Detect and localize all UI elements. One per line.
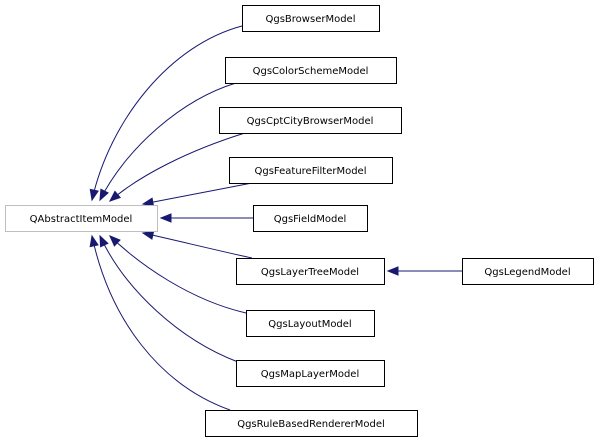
- class-node-label: QgsLegendModel: [484, 267, 570, 278]
- inheritance-arrow-icon: [108, 190, 122, 202]
- class-node-box[interactable]: [229, 157, 393, 184]
- edge-line: [91, 235, 231, 411]
- edge-qgsrulebasedrenderermodel-to-qabstractitemmodel: [89, 234, 231, 411]
- inheritance-arrow-icon: [109, 235, 121, 247]
- class-node-box[interactable]: [462, 258, 594, 285]
- class-node-box[interactable]: [219, 107, 402, 134]
- inheritance-arrow-icon: [159, 213, 172, 223]
- inheritance-arrow-icon: [99, 188, 109, 202]
- class-node-box[interactable]: [242, 5, 380, 32]
- edge-line: [109, 132, 246, 202]
- class-node-qgscptcitybrowsermodel[interactable]: QgsCptCityBrowserModel: [219, 107, 402, 134]
- edge-line: [99, 235, 239, 363]
- class-node-box[interactable]: [225, 57, 397, 84]
- class-node-label: QgsRuleBasedRendererModel: [237, 419, 385, 430]
- class-node-qgsmaplayermodel[interactable]: QgsMapLayerModel: [236, 360, 385, 387]
- class-node-qgsfieldmodel[interactable]: QgsFieldModel: [253, 205, 368, 232]
- edge-qgsfieldmodel-to-qabstractitemmodel: [159, 213, 253, 223]
- inheritance-arrow-icon: [89, 234, 99, 248]
- edge-line: [91, 25, 243, 201]
- class-node-box[interactable]: [205, 410, 418, 437]
- edge-line: [99, 82, 237, 201]
- class-node-qgsrulebasedrenderermodel[interactable]: QgsRuleBasedRendererModel: [205, 410, 418, 437]
- class-node-label: QgsMapLayerModel: [261, 369, 359, 380]
- edge-qgslayertreemodel-to-qabstractitemmodel: [141, 230, 253, 259]
- class-node-label: QgsBrowserModel: [266, 14, 356, 25]
- class-node-qgslegendmodel[interactable]: QgsLegendModel: [462, 258, 594, 285]
- inheritance-arrow-icon: [99, 234, 109, 248]
- edge-line: [109, 235, 247, 314]
- class-node-qgsbrowsermodel[interactable]: QgsBrowserModel: [242, 5, 380, 32]
- class-node-label: QgsCptCityBrowserModel: [247, 116, 374, 127]
- class-node-box[interactable]: [236, 360, 385, 387]
- edge-qgsbrowsermodel-to-qabstractitemmodel: [89, 25, 243, 202]
- edge-line: [142, 232, 253, 259]
- edge-line: [142, 182, 253, 205]
- class-node-label: QgsFieldModel: [274, 214, 347, 225]
- edge-qgsfeaturefiltermodel-to-qabstractitemmodel: [141, 182, 253, 207]
- edge-qgsmaplayermodel-to-qabstractitemmodel: [99, 234, 239, 363]
- class-node-label: QAbstractItemModel: [30, 214, 133, 225]
- nodes-layer: QAbstractItemModel QgsBrowserModelQgsColo…: [5, 5, 594, 437]
- inheritance-arrow-icon: [141, 230, 155, 240]
- class-node-box[interactable]: [246, 310, 375, 337]
- class-node-label: QgsLayoutModel: [268, 319, 351, 330]
- class-node-qgsfeaturefiltermodel[interactable]: QgsFeatureFilterModel: [229, 157, 393, 184]
- inheritance-arrow-icon: [141, 197, 155, 207]
- class-node-label: QgsColorSchemeModel: [253, 66, 369, 77]
- class-node-qgslayertreemodel[interactable]: QgsLayerTreeModel: [236, 258, 385, 285]
- class-node-box[interactable]: [236, 258, 385, 285]
- edge-qgscptcitybrowsermodel-to-qabstractitemmodel: [108, 132, 246, 202]
- class-node-box[interactable]: [5, 205, 158, 232]
- inheritance-arrow-icon: [89, 188, 99, 202]
- class-node-label: QgsFeatureFilterModel: [254, 166, 366, 177]
- edge-qgslayoutmodel-to-qabstractitemmodel: [109, 235, 247, 314]
- class-node-qgslayoutmodel[interactable]: QgsLayoutModel: [246, 310, 375, 337]
- class-node-label: QgsLayerTreeModel: [261, 267, 359, 278]
- edge-qgslegendmodel-to-qgslayertreemodel: [386, 266, 463, 276]
- class-node-box[interactable]: [253, 205, 368, 232]
- edge-qgscolorschememodel-to-qabstractitemmodel: [99, 82, 237, 202]
- class-node-qabstractitemmodel[interactable]: QAbstractItemModel: [5, 205, 158, 232]
- inheritance-arrow-icon: [386, 266, 399, 276]
- class-node-qgscolorschememodel[interactable]: QgsColorSchemeModel: [225, 57, 397, 84]
